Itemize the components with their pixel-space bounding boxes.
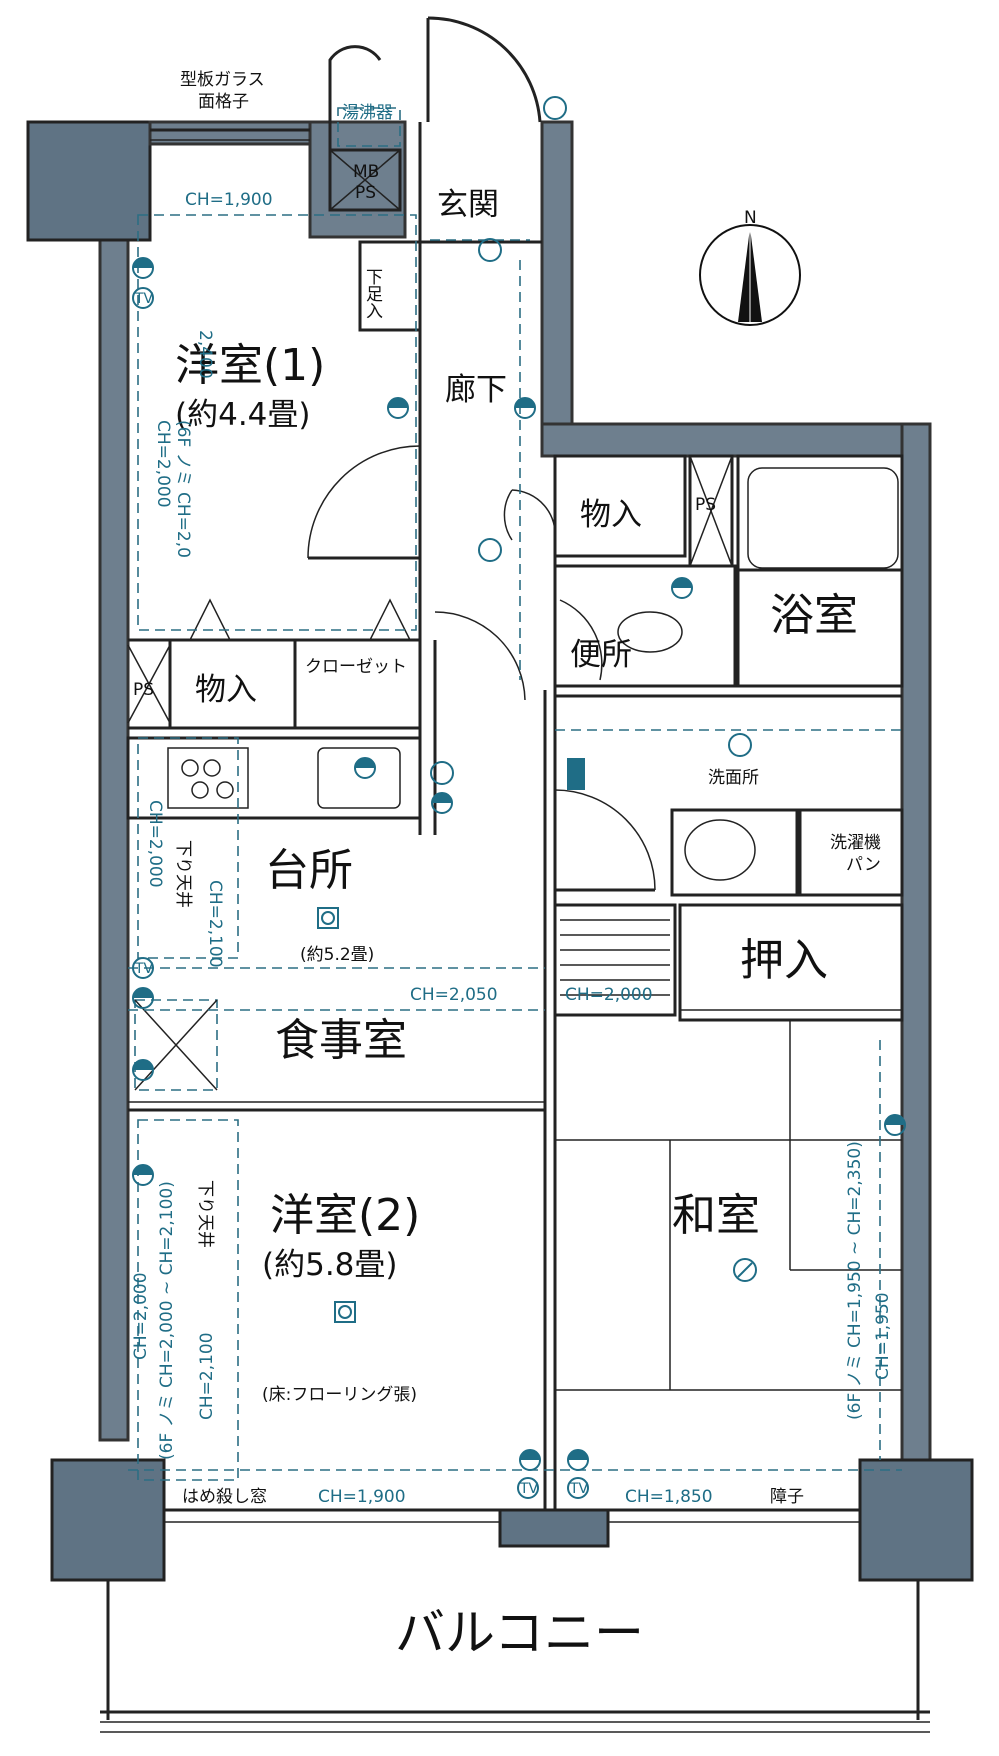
pipe-space-label: PS: [355, 183, 376, 203]
floor-note-label: (床:フローリング張): [262, 1385, 417, 1405]
japanese-room-label: 和室: [672, 1190, 760, 1241]
outlet-icon: [354, 757, 376, 779]
compass: N: [699, 208, 801, 326]
ceiling-light-icon: [317, 907, 339, 929]
wall-right: [900, 422, 932, 1466]
hallway-label: 廊下: [445, 372, 507, 408]
washing-pan-label: パン: [846, 855, 881, 875]
glass-type-label: 型板ガラス: [180, 70, 265, 90]
outlet-icon: [514, 397, 536, 419]
tv-jack-icon: TV: [517, 1477, 539, 1499]
outlet-icon: [671, 577, 693, 599]
outlet-icon: [567, 1449, 589, 1471]
outlet-icon: [132, 1164, 154, 1186]
oshiire-label: 押入: [740, 935, 828, 986]
wall-top-b: [308, 120, 407, 239]
outlet-icon: [132, 987, 154, 1009]
kitchen-size-label: (約5.2畳): [300, 945, 374, 965]
water-heater-label: 湯沸器: [342, 103, 393, 123]
ceiling-light-icon: [478, 538, 502, 562]
storage-upper-label: 物入: [580, 497, 642, 533]
svg-text:TV: TV: [569, 1481, 589, 1497]
outlet-icon: [132, 257, 154, 279]
compass-north-label: N: [744, 208, 757, 228]
ceiling-light-icon: [334, 1301, 356, 1323]
svg-text:TV: TV: [134, 291, 154, 307]
balcony-label: バルコニー: [395, 1604, 644, 1662]
toilet-label: 便所: [570, 637, 632, 673]
lowered-ceiling-room2-label: 下り天井: [195, 1180, 215, 1248]
entrance-label: 玄関: [437, 187, 499, 223]
kitchen-label: 台所: [265, 845, 353, 896]
pipe-space-3-label: PS: [133, 680, 154, 700]
ch-top-label: CH=1,900: [185, 190, 273, 210]
pillar-bottom-mid: [498, 1508, 610, 1548]
pillar-bottom-left: [50, 1458, 166, 1582]
tv-jack-icon: TV: [132, 287, 154, 309]
outlet-icon: [431, 792, 453, 814]
ceiling-light-icon: [733, 1258, 757, 1282]
outlet-icon: [884, 1114, 906, 1136]
washing-machine-label: 洗濯機: [830, 833, 881, 853]
pillar-bottom-right: [858, 1458, 974, 1582]
shoji-label: 障子: [770, 1487, 804, 1507]
bathroom-label: 浴室: [770, 590, 858, 641]
storage-left-label: 物入: [195, 672, 257, 708]
dining-room-label: 食事室: [275, 1015, 407, 1066]
western-room-2-size: (約5.8畳): [262, 1247, 398, 1283]
outlet-icon: [519, 1449, 541, 1471]
ch-1850-label: CH=1,850: [625, 1487, 713, 1507]
ch-2400-label: 2,400: [195, 330, 215, 379]
ch-6f-room1-label: (6F ノミ CH=2,0: [173, 420, 193, 558]
shoe-cabinet-label: 下足入: [362, 268, 383, 319]
lowered-ceiling-kitchen-label: 下り天井: [173, 840, 193, 908]
intercom-icon: [543, 96, 567, 120]
intercom-icon: [430, 761, 454, 785]
ch-1950-japanese-label: CH=1,950: [873, 1292, 893, 1380]
ch-2100-kitchen-label: CH=2,100: [205, 880, 225, 968]
wall-top-right: [540, 422, 932, 458]
ch-2000-room1-label: CH=2,000: [153, 420, 173, 508]
outlet-icon: [387, 397, 409, 419]
ch-6f-room2-label: (6F ノミ CH=2,000 ~ CH=2,100): [157, 1181, 177, 1460]
ch-6f-japanese-label: (6F ノミ CH=1,950 ~ CH=2,350): [845, 1141, 865, 1420]
closet-label: クローゼット: [305, 657, 407, 677]
ventilation-fan-icon: [567, 758, 585, 790]
western-room-1-size: (約4.4畳): [175, 397, 311, 433]
ceiling-light-icon: [478, 238, 502, 262]
svg-text:TV: TV: [134, 961, 154, 977]
window-grille-label: 面格子: [198, 92, 249, 112]
outlet-icon: [132, 1059, 154, 1081]
meter-box-label: MB: [353, 162, 379, 182]
pipe-space-2-label: PS: [695, 495, 716, 515]
tv-jack-icon: TV: [132, 957, 154, 979]
western-room-1-label: 洋室(1): [175, 340, 325, 391]
pillar-top-left: [26, 120, 152, 242]
ceiling-light-icon: [728, 733, 752, 757]
western-room-2-label: 洋室(2): [270, 1190, 420, 1241]
fixed-window-label: はめ殺し窓: [182, 1487, 267, 1507]
ch-2100-room2-label: CH=2,100: [197, 1332, 217, 1420]
ch-2000-room2-label: CH=2,000: [131, 1272, 151, 1360]
ch-2000-mid-label: CH=2,000: [565, 985, 653, 1005]
washroom-label: 洗面所: [708, 768, 759, 788]
ch-2000-kitchen-label: CH=2,000: [145, 800, 165, 888]
tv-jack-icon: TV: [567, 1477, 589, 1499]
ch-2050-label: CH=2,050: [410, 985, 498, 1005]
svg-text:TV: TV: [519, 1481, 539, 1497]
wall-left: [98, 128, 130, 1442]
ch-1900-bottom-label: CH=1,900: [318, 1487, 406, 1507]
wall-entrance-right: [540, 120, 574, 446]
